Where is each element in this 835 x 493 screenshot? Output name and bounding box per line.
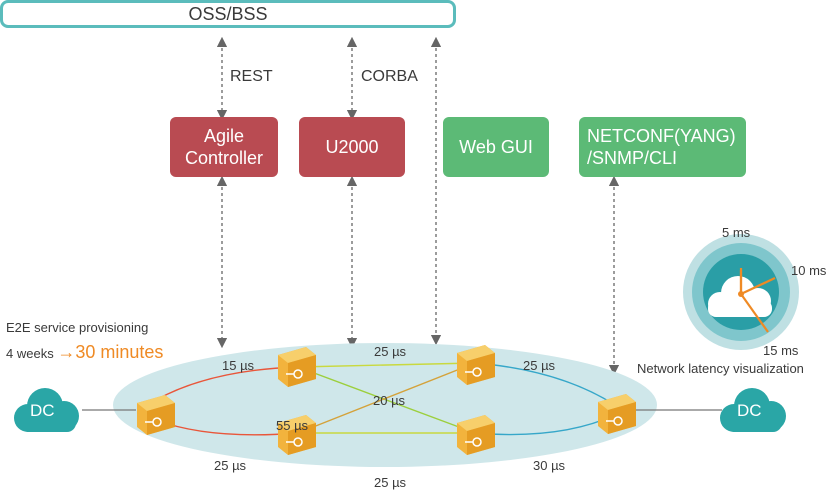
latency-top-right: 25 µs — [523, 358, 556, 373]
latency-top: 25 µs — [374, 344, 407, 359]
router-icons — [137, 345, 636, 455]
router-icon — [278, 415, 316, 455]
router-icon — [137, 395, 175, 435]
router-icon — [457, 415, 495, 455]
link-topright-bottomleft — [297, 362, 476, 434]
link-topleft-topright — [297, 362, 476, 368]
latency-bottom-right: 30 µs — [533, 458, 566, 473]
dc-left-label: DC — [30, 401, 55, 420]
provisioning-after: 30 minutes — [75, 342, 164, 362]
agile-controller-line2: Controller — [184, 148, 264, 168]
gauge-5ms: 5 ms — [722, 225, 751, 240]
router-icon — [457, 345, 495, 385]
dc-left-cloud-icon — [14, 388, 79, 432]
latency-middle: 55 µs — [276, 418, 309, 433]
gauge-caption: Network latency visualization — [637, 361, 804, 376]
provisioning-arrow: → — [57, 342, 76, 362]
netconf-line1: NETCONF(YANG) — [587, 126, 736, 146]
link-topleft-bottomright — [297, 366, 476, 434]
web-gui-box: Web GUI — [443, 117, 549, 177]
gauge-15ms: 15 ms — [763, 343, 799, 358]
router-icon — [278, 347, 316, 387]
netconf-line2: /SNMP/CLI — [587, 148, 678, 168]
rest-label: REST — [230, 68, 273, 85]
network-ellipse — [113, 343, 657, 467]
netconf-box: NETCONF(YANG) /SNMP/CLI — [579, 117, 746, 177]
latency-top-left: 15 µs — [222, 358, 255, 373]
provisioning-before-text: 4 weeks — [6, 346, 54, 361]
dc-right-label: DC — [737, 401, 762, 420]
latency-gauge-icon — [683, 234, 799, 350]
agile-controller-line1: Agile — [203, 126, 245, 146]
dc-right-cloud-icon — [720, 388, 786, 432]
oss-bss-bar: OSS/BSS — [0, 0, 456, 28]
corba-label: CORBA — [361, 68, 418, 85]
agile-controller-box: Agile Controller — [170, 117, 278, 177]
provisioning-before: 4 weeks →30 minutes — [6, 342, 163, 363]
router-icon — [598, 394, 636, 434]
latency-bottom-left: 25 µs — [214, 458, 247, 473]
u2000-box: U2000 — [299, 117, 405, 177]
provisioning-title: E2E service provisioning — [6, 320, 149, 335]
gauge-10ms: 10 ms — [791, 263, 827, 278]
latency-center: 20 µs — [373, 393, 406, 408]
latency-bottom: 25 µs — [374, 475, 407, 490]
